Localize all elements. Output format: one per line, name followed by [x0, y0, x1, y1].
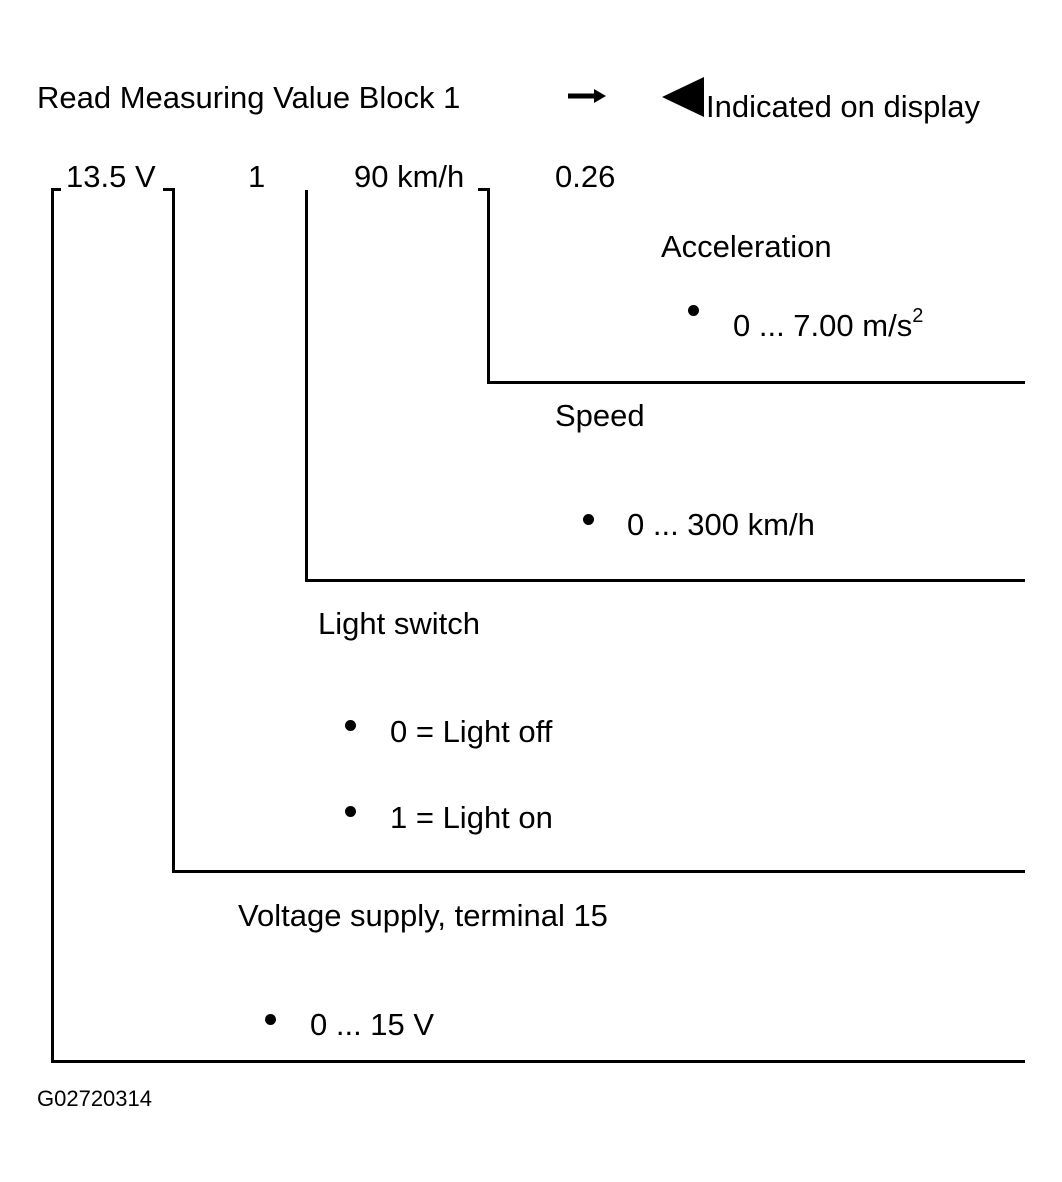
- speed-bullet: [583, 514, 594, 525]
- acceleration-range: 0 ... 7.00 m/s2: [733, 305, 924, 344]
- light-switch-bracket-tick: [163, 188, 175, 191]
- acceleration-range-text: 0 ... 7.00 m/s: [733, 308, 913, 343]
- display-value-light-switch: 1: [248, 159, 266, 194]
- acceleration-bracket-horizontal: [487, 381, 1025, 384]
- voltage-label: Voltage supply, terminal 15: [238, 898, 608, 933]
- speed-bracket-vertical: [305, 190, 308, 582]
- light-switch-bracket-horizontal: [172, 870, 1025, 873]
- display-value-speed: 90 km/h: [354, 159, 465, 194]
- voltage-bullet: [265, 1014, 276, 1025]
- speed-range: 0 ... 300 km/h: [627, 507, 815, 542]
- acceleration-bullet: [688, 305, 699, 316]
- page-title: Read Measuring Value Block 1: [37, 80, 461, 115]
- voltage-bracket-tick: [51, 188, 61, 191]
- display-value-voltage: 13.5 V: [66, 159, 156, 194]
- light-switch-label: Light switch: [318, 606, 480, 641]
- speed-label: Speed: [555, 398, 645, 433]
- voltage-bracket-horizontal: [51, 1060, 1025, 1063]
- left-triangle-icon: [662, 77, 704, 117]
- voltage-range: 0 ... 15 V: [310, 1007, 435, 1042]
- acceleration-label: Acceleration: [661, 229, 832, 264]
- right-arrow-icon: [568, 89, 606, 103]
- indicated-on-display-label: Indicated on display: [706, 89, 981, 124]
- light-switch-bracket-vertical: [172, 188, 175, 873]
- voltage-bracket-vertical: [51, 188, 54, 1063]
- display-value-acceleration: 0.26: [555, 159, 616, 194]
- acceleration-bracket-vertical: [487, 190, 490, 384]
- light-on-bullet: [345, 806, 356, 817]
- acceleration-range-exponent: 2: [912, 305, 924, 327]
- speed-bracket-horizontal: [305, 579, 1025, 582]
- figure-id: G02720314: [37, 1086, 152, 1111]
- light-off-option: 0 = Light off: [390, 714, 553, 749]
- light-on-option: 1 = Light on: [390, 800, 553, 835]
- acceleration-bracket-tick: [478, 188, 490, 191]
- light-off-bullet: [345, 720, 356, 731]
